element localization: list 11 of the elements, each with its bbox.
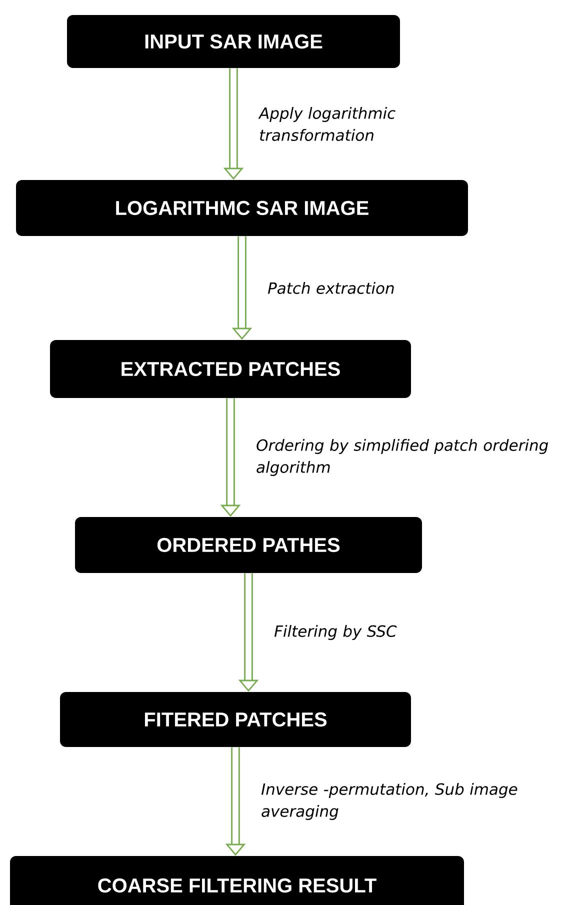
edge-label: Ordering by simplified patch ordering algorithm [256,439,548,476]
edge-label: Apply logarithmic transformation [258,107,396,141]
edge-label: Inverse -permutation, Sub image averaging [261,783,518,820]
edge-label: Patch extraction [268,282,394,294]
process-box: EXTRACTED PATCHES [50,340,411,398]
process-box: LOGARITHMC SAR IMAGE [16,180,468,236]
process-box: COARSE FILTERING RESULT [10,856,464,905]
process-box: INPUT SAR IMAGE [67,15,400,68]
process-box: FITERED PATCHES [60,692,411,747]
process-box: ORDERED PATHES [75,517,422,573]
edge-label: Filtering by SSC [274,625,397,640]
